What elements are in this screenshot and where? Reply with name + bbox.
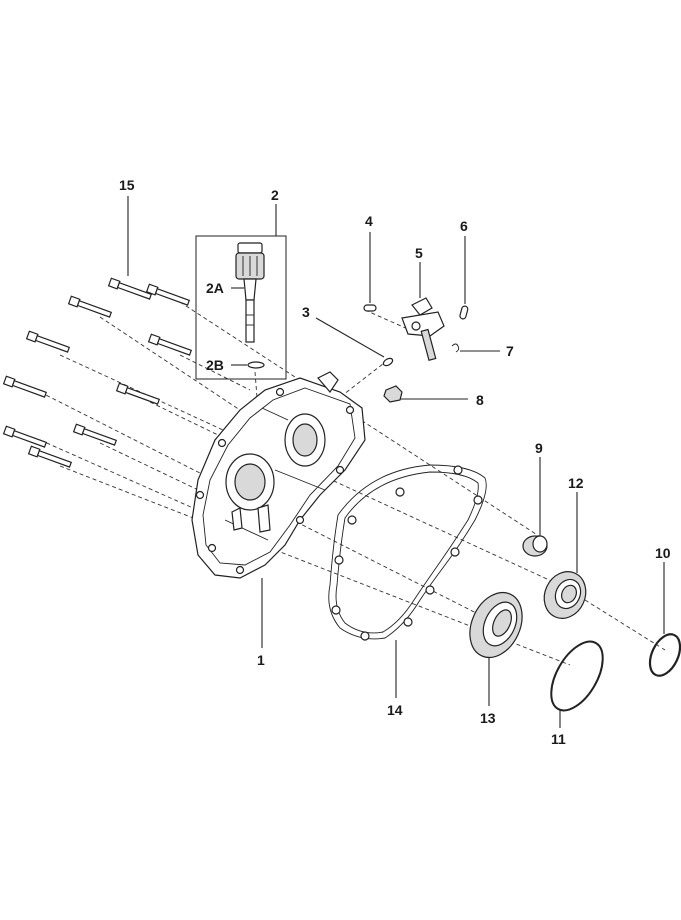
bolts-15: [2, 277, 193, 468]
dipstick: [235, 242, 265, 343]
callout-8: 8: [476, 392, 484, 408]
crankcase-cover: [191, 371, 366, 579]
callout-9: 9: [535, 440, 543, 456]
callout-7: 7: [506, 343, 514, 359]
callout-4: 4: [365, 213, 373, 229]
oil-seal-13: [469, 591, 523, 659]
callout-5: 5: [415, 245, 423, 261]
retaining-ring-11: [550, 640, 604, 712]
callout-13: 13: [480, 710, 496, 726]
leader-3: [315, 317, 385, 358]
callout-3: 3: [302, 304, 310, 320]
clip-7: [451, 343, 460, 353]
oil-seal-12: [543, 571, 587, 619]
pin-6: [459, 305, 469, 320]
callout-6: 6: [460, 218, 468, 234]
callout-14: 14: [387, 702, 403, 718]
o-ring-3: [382, 357, 394, 367]
gasket-14: [328, 464, 487, 641]
callout-15: 15: [119, 177, 135, 193]
block-8: [383, 385, 403, 403]
dipstick-kit-box: [195, 235, 287, 380]
callout-11: 11: [551, 731, 566, 747]
callout-2b: 2B: [206, 357, 224, 373]
callout-1: 1: [257, 652, 265, 668]
bushing-9: [522, 535, 548, 557]
callout-2: 2: [271, 187, 279, 203]
o-ring-2b: [247, 361, 265, 369]
pin-4: [363, 304, 377, 312]
callout-10: 10: [655, 545, 671, 561]
callout-2a: 2A: [206, 280, 224, 296]
callout-12: 12: [568, 475, 584, 491]
governor-arm-5: [401, 297, 445, 362]
snap-ring-10: [648, 633, 681, 677]
